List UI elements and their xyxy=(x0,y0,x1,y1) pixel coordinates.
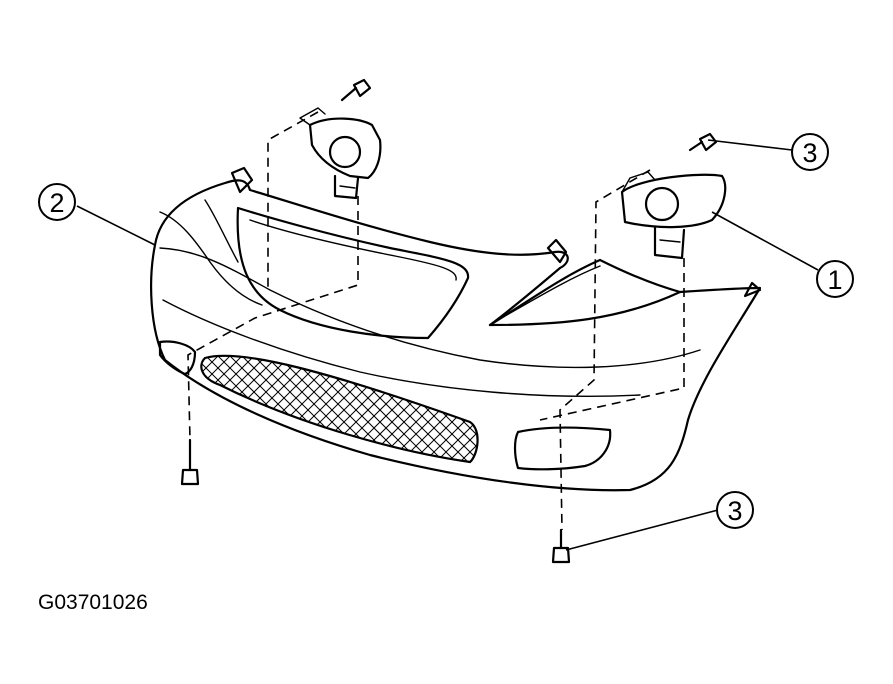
grille-mesh-line xyxy=(201,355,283,462)
grille-mesh-line xyxy=(405,355,478,462)
grille-mesh-line xyxy=(574,340,714,480)
grille-mesh-line xyxy=(0,340,66,480)
grille-mesh-line xyxy=(0,340,30,480)
assembly-lines xyxy=(187,111,685,531)
grille-mesh-line xyxy=(0,340,102,480)
grille-mesh-line xyxy=(405,355,478,462)
grille-mesh-line xyxy=(0,340,126,480)
grille-mesh-line xyxy=(502,340,642,480)
grille-mesh-line xyxy=(0,340,90,480)
grille-mesh-line xyxy=(429,355,478,462)
callout-3-lower: 3 xyxy=(716,491,754,529)
grille-mesh-line xyxy=(0,340,90,480)
grille-mesh-line xyxy=(0,340,66,480)
grille-mesh-line xyxy=(285,355,427,462)
grille-mesh-line xyxy=(58,340,198,480)
grille-mesh-line xyxy=(201,355,223,462)
grille-mesh-line xyxy=(0,340,78,480)
bumper-cover xyxy=(150,166,762,492)
grille-mesh-line xyxy=(526,340,666,480)
grille-mesh-line xyxy=(441,355,478,462)
grille-mesh-line xyxy=(357,355,478,462)
grille-mesh-line xyxy=(22,340,162,480)
fog-light-right xyxy=(620,171,727,260)
grille-mesh-line xyxy=(0,340,42,480)
grille-mesh-line xyxy=(10,340,150,480)
callout-1-text: 1 xyxy=(827,265,842,295)
grille-mesh-line xyxy=(0,340,102,480)
callout-3-lower-text: 3 xyxy=(727,496,742,526)
grille-mesh-line xyxy=(550,340,690,480)
grille-mesh-line xyxy=(201,355,259,462)
fog-light-left xyxy=(299,107,382,200)
grille-mesh-line xyxy=(201,355,247,462)
grille-mesh-line xyxy=(0,340,30,480)
callout-2-text: 2 xyxy=(49,188,64,218)
grille-mesh-line xyxy=(0,340,114,480)
grille-mesh-line xyxy=(0,340,138,480)
grille-mesh-line xyxy=(0,340,78,480)
grille-mesh-line xyxy=(0,340,54,480)
grille-mesh-line xyxy=(34,340,174,480)
grille-mesh-line xyxy=(201,355,235,462)
callout-1: 1 xyxy=(816,260,854,298)
grille-mesh-line xyxy=(453,355,478,462)
grille-mesh-line xyxy=(201,355,271,462)
bolt-bottom-left xyxy=(180,438,200,486)
grille-mesh-line xyxy=(393,355,478,462)
grille-mesh-line xyxy=(417,355,478,462)
bolt-top-right xyxy=(688,132,718,152)
grille-mesh-line xyxy=(526,340,666,480)
grille-mesh-line xyxy=(0,340,138,480)
grille-mesh-line xyxy=(201,355,331,462)
grille-mesh-line xyxy=(201,355,307,462)
lower-grille xyxy=(0,340,714,480)
grille-mesh-line xyxy=(550,340,690,480)
grille-mesh-line xyxy=(58,340,198,480)
grille-mesh-line xyxy=(0,340,114,480)
bolt-bottom-right xyxy=(551,528,571,564)
grille-mesh-line xyxy=(309,355,451,462)
grille-mesh-line xyxy=(0,340,54,480)
leader-lines xyxy=(76,139,819,551)
callout-2: 2 xyxy=(38,183,76,221)
grille-mesh-line xyxy=(0,340,42,480)
grille-mesh-line xyxy=(34,340,174,480)
grille-mesh-line xyxy=(261,355,403,462)
grille-mesh-line xyxy=(321,355,463,462)
grille-mesh-line xyxy=(453,355,478,462)
callout-3-upper-text: 3 xyxy=(802,138,817,168)
grille-mesh-line xyxy=(201,355,223,462)
grille-mesh-line xyxy=(393,355,478,462)
grille-mesh-line xyxy=(10,340,150,480)
grille-mesh-line xyxy=(22,340,162,480)
bolt-top-left xyxy=(340,78,372,102)
callout-3-upper: 3 xyxy=(791,133,829,171)
left-lower-opening xyxy=(158,340,197,376)
figure-code: G03701026 xyxy=(38,591,148,614)
grille-mesh-line xyxy=(201,355,307,462)
grille-mesh-line xyxy=(574,340,714,480)
grille-mesh-line xyxy=(273,355,415,462)
right-fog-opening xyxy=(513,426,612,471)
grille-mesh-line xyxy=(502,340,642,480)
grille-mesh-line xyxy=(0,340,126,480)
